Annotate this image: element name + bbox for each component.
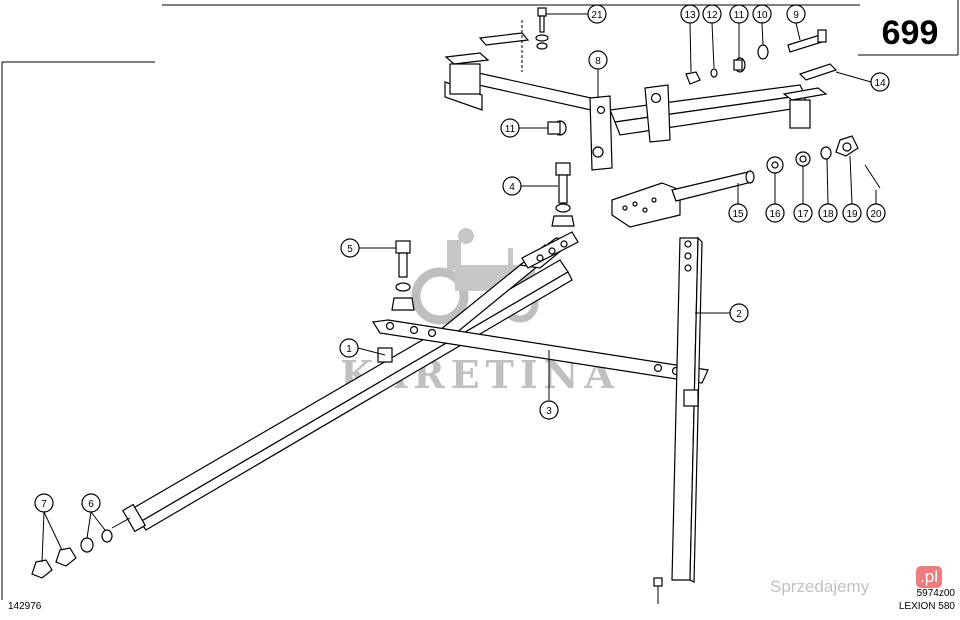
upper-bracket-assembly bbox=[444, 7, 838, 171]
callout-10-label: 10 bbox=[756, 10, 768, 21]
bolt-4-stack bbox=[551, 162, 575, 227]
callout-7-label: 7 bbox=[41, 499, 47, 510]
callout-20: 20 bbox=[866, 190, 886, 223]
callout-10: 10 bbox=[752, 4, 772, 46]
callout-7: 7 bbox=[34, 493, 63, 563]
drawing-id: 142976 bbox=[8, 601, 42, 612]
callout-8: 8 bbox=[588, 50, 608, 98]
callout-2-label: 2 bbox=[736, 309, 742, 320]
main-frame bbox=[111, 231, 709, 604]
callout-17-label: 17 bbox=[797, 209, 809, 220]
site-watermark-text: Sprzedajemy bbox=[770, 577, 870, 596]
callout-21-label: 21 bbox=[591, 10, 603, 21]
callout-13-label: 13 bbox=[684, 10, 696, 21]
callout-12-label: 12 bbox=[706, 10, 718, 21]
callout-3-label: 3 bbox=[546, 406, 552, 417]
callout-18-label: 18 bbox=[822, 209, 834, 220]
callout-19-label: 19 bbox=[846, 209, 858, 220]
callout-15: 15 bbox=[728, 183, 748, 223]
callout-5: 5 bbox=[340, 238, 396, 258]
callout-14-label: 14 bbox=[874, 78, 886, 89]
pin-assembly bbox=[611, 135, 881, 228]
nut-washer-set bbox=[31, 529, 113, 579]
callout-15-label: 15 bbox=[732, 209, 744, 220]
page-number: 699 bbox=[882, 14, 939, 52]
frame bbox=[1, 0, 959, 600]
site-watermark: Sprzedajemy .pl bbox=[770, 566, 942, 596]
callout-9: 9 bbox=[786, 4, 806, 41]
model-name: LEXION 580 bbox=[899, 601, 956, 612]
callout-13: 13 bbox=[680, 4, 700, 73]
callout-3: 3 bbox=[539, 350, 559, 420]
callout-5-label: 5 bbox=[347, 244, 353, 255]
callout-18: 18 bbox=[818, 158, 838, 223]
callout-4-label: 4 bbox=[509, 182, 515, 193]
callout-20-label: 20 bbox=[870, 209, 882, 220]
callout-9-label: 9 bbox=[793, 10, 799, 21]
callout-6: 6 bbox=[81, 493, 106, 539]
callout-21: 21 bbox=[546, 4, 607, 24]
callout-17: 17 bbox=[793, 166, 813, 223]
callout-19: 19 bbox=[842, 155, 862, 223]
callouts: 1 2 3 4 5 6 bbox=[34, 4, 890, 563]
callout-11-upper: 11 bbox=[729, 4, 749, 58]
callout-12: 12 bbox=[702, 4, 722, 69]
callout-8-label: 8 bbox=[595, 56, 601, 67]
callout-6-label: 6 bbox=[88, 499, 94, 510]
site-badge bbox=[916, 566, 942, 588]
callout-1: 1 bbox=[339, 338, 386, 358]
callout-4: 4 bbox=[502, 176, 558, 196]
callout-11-lower-label: 11 bbox=[505, 124, 516, 135]
figure-code: 5974z00 bbox=[917, 588, 956, 599]
callout-14: 14 bbox=[835, 71, 890, 92]
callout-11-upper-label: 11 bbox=[734, 10, 745, 21]
callout-16-label: 16 bbox=[769, 209, 781, 220]
callout-1-label: 1 bbox=[346, 344, 352, 355]
callout-11-lower: 11 bbox=[500, 118, 548, 138]
bolt-5-stack bbox=[391, 240, 415, 311]
callout-16: 16 bbox=[765, 173, 785, 223]
callout-2: 2 bbox=[695, 303, 749, 323]
site-badge-text: .pl bbox=[920, 567, 938, 586]
